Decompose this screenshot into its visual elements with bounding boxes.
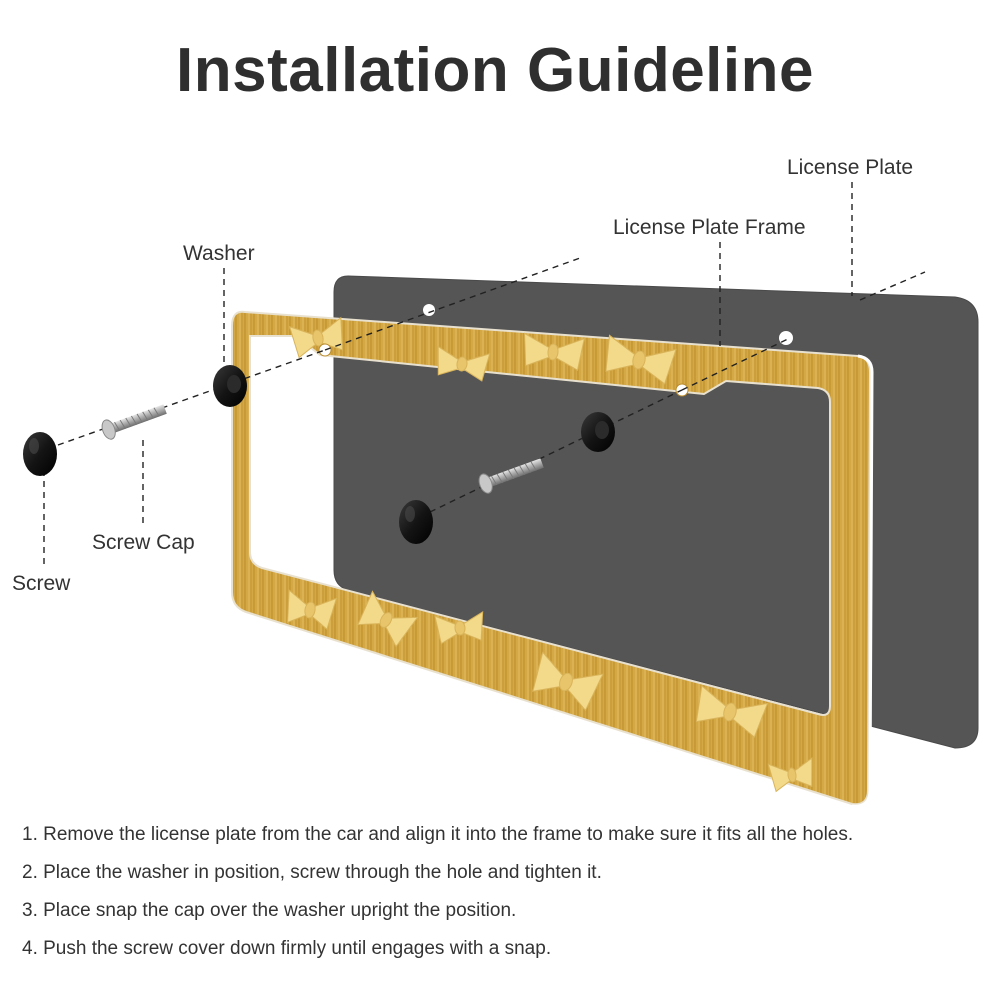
label-license-plate: License Plate [787, 156, 914, 179]
license-plate [333, 275, 979, 749]
step-2: 2. Place the washer in position, screw t… [22, 862, 602, 883]
label-washer: Washer [183, 242, 255, 265]
step-3: 3. Place snap the cap over the washer up… [22, 900, 517, 921]
leader-lines [43, 182, 853, 566]
washer-icon [213, 365, 247, 407]
installation-steps: 1. Remove the license plate from the car… [22, 823, 982, 975]
screw-cap-icon [23, 432, 57, 476]
washer-icon [581, 412, 615, 452]
screw-icon [478, 458, 544, 494]
label-license-plate-frame: License Plate Frame [613, 216, 806, 239]
license-plate-frame [231, 310, 872, 806]
page-title: Installation Guideline [176, 36, 814, 105]
label-screw: Screw [12, 572, 71, 595]
step-4: 4. Push the screw cover down firmly unti… [22, 938, 552, 959]
step-1: 1. Remove the license plate from the car… [22, 824, 854, 845]
screw-cap-icon [399, 500, 433, 544]
label-screw-cap: Screw Cap [92, 531, 195, 554]
plate-hole-right [779, 331, 793, 345]
pasta-decorations [286, 316, 813, 793]
plate-hole-left [423, 304, 435, 316]
screw-icon [101, 404, 167, 440]
frame-edge [851, 354, 874, 808]
